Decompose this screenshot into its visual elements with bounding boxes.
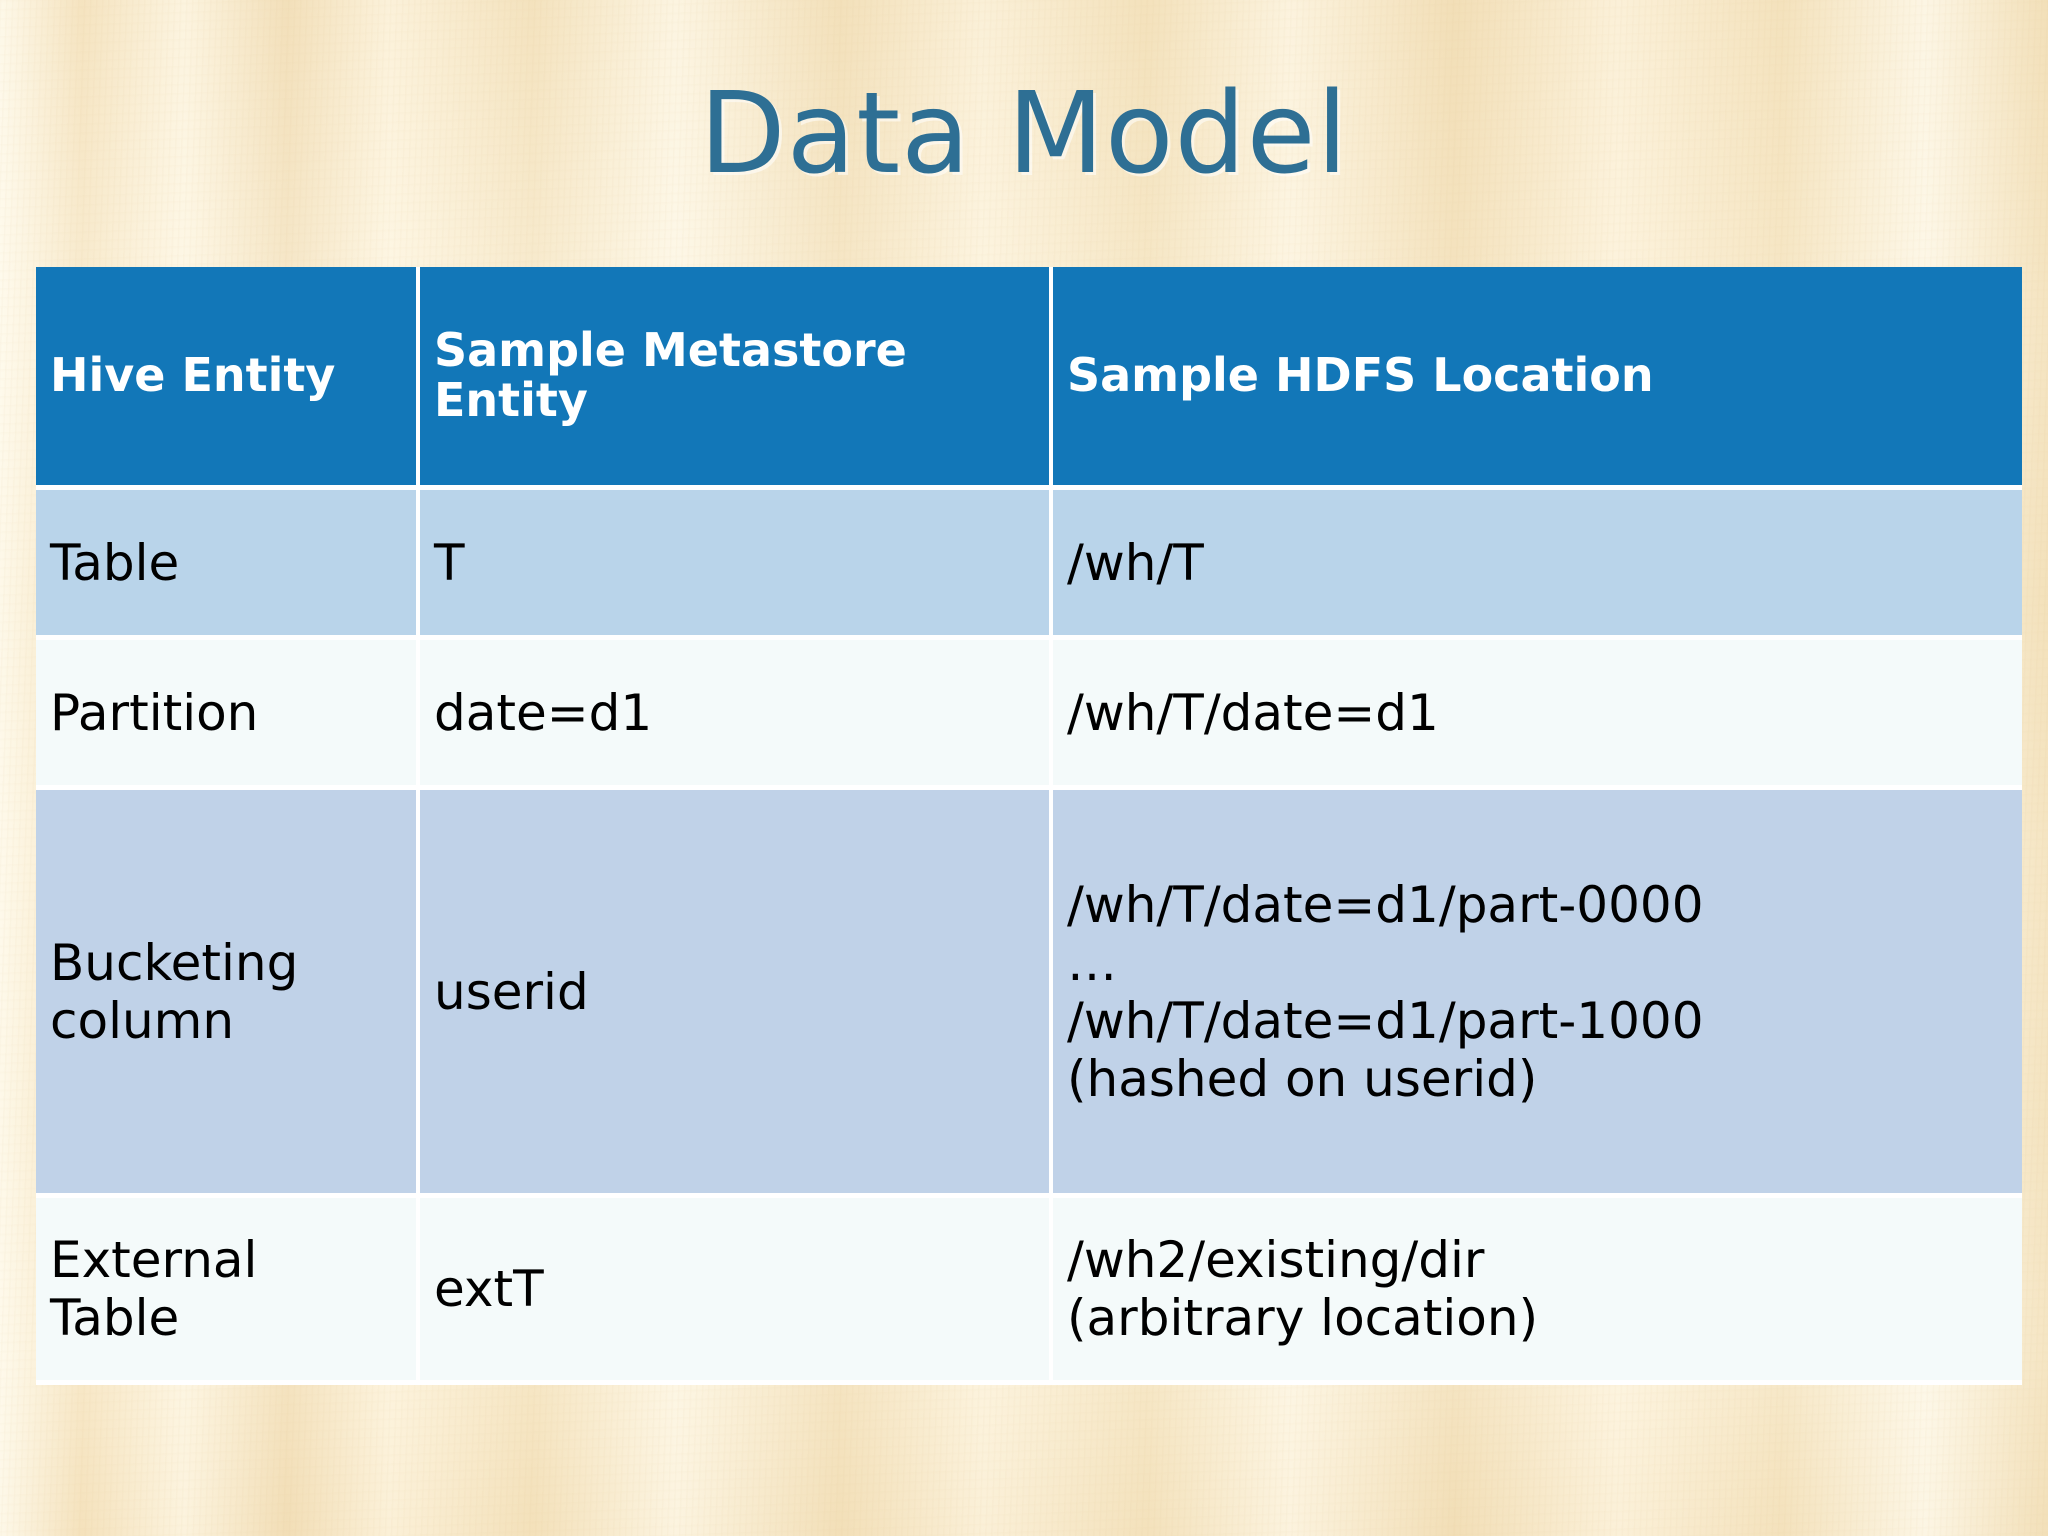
hdfs-location-line: /wh/T/date=d1/part-0000 bbox=[1067, 875, 1704, 934]
hdfs-location-line: /wh2/existing/dir bbox=[1067, 1231, 1485, 1289]
cell-hive-entity: External Table bbox=[36, 1198, 420, 1385]
cell-hive-entity: Table bbox=[36, 490, 420, 640]
hdfs-location-line: /wh/T/date=d1/part-1000 bbox=[1067, 991, 1704, 1050]
table-row: Bucketing column userid /wh/T/date=d1/pa… bbox=[36, 790, 2022, 1198]
column-header-metastore-entity: Sample Metastore Entity bbox=[420, 267, 1053, 490]
column-header-hdfs-location: Sample HDFS Location bbox=[1053, 267, 2022, 490]
hdfs-location-line: (arbitrary location) bbox=[1067, 1289, 1539, 1347]
table-row: Table T /wh/T bbox=[36, 490, 2022, 640]
cell-hdfs-location: /wh/T/date=d1 bbox=[1053, 640, 2022, 790]
cell-metastore-entity: userid bbox=[420, 790, 1053, 1198]
table-body: Table T /wh/T Partition date=d1 /wh/T/da… bbox=[36, 490, 2022, 1385]
page-title: Data Model bbox=[699, 69, 1349, 199]
cell-hive-entity: Partition bbox=[36, 640, 420, 790]
cell-metastore-entity: date=d1 bbox=[420, 640, 1053, 790]
cell-hive-entity: Bucketing column bbox=[36, 790, 420, 1198]
table-row: External Table extT /wh2/existing/dir (a… bbox=[36, 1198, 2022, 1385]
cell-hdfs-location: /wh2/existing/dir (arbitrary location) bbox=[1053, 1198, 2022, 1385]
cell-hdfs-location: /wh/T bbox=[1053, 490, 2022, 640]
hdfs-location-line: (hashed on userid) bbox=[1067, 1049, 1538, 1108]
cell-hdfs-location: /wh/T/date=d1/part-0000 … /wh/T/date=d1/… bbox=[1053, 790, 2022, 1198]
cell-metastore-entity: T bbox=[420, 490, 1053, 640]
column-header-hive-entity: Hive Entity bbox=[36, 267, 420, 490]
hdfs-location-line: … bbox=[1067, 933, 1117, 992]
data-model-table: Hive Entity Sample Metastore Entity Samp… bbox=[36, 267, 2022, 1385]
table-header-row: Hive Entity Sample Metastore Entity Samp… bbox=[36, 267, 2022, 490]
table-row: Partition date=d1 /wh/T/date=d1 bbox=[36, 640, 2022, 790]
cell-metastore-entity: extT bbox=[420, 1198, 1053, 1385]
table-header: Hive Entity Sample Metastore Entity Samp… bbox=[36, 267, 2022, 490]
